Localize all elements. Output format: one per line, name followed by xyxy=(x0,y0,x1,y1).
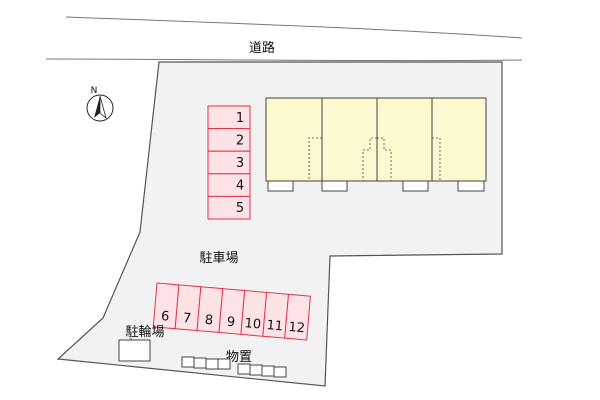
parking-number-9: 9 xyxy=(226,315,236,331)
storage-unit xyxy=(217,358,231,370)
parking-number-8: 8 xyxy=(204,313,214,329)
bicycle-parking-label: 駐輪場 xyxy=(125,324,164,340)
entrance-step xyxy=(267,180,294,192)
parking-number-2: 2 xyxy=(236,133,244,148)
building-unit xyxy=(431,97,487,182)
north-arrow-icon: N xyxy=(86,86,114,122)
storage-unit xyxy=(205,358,219,370)
storage-unit xyxy=(237,363,251,375)
road: 道路 xyxy=(45,16,523,62)
parking-number-3: 3 xyxy=(236,156,244,171)
entrance-step xyxy=(402,180,429,192)
north-label: N xyxy=(91,86,98,96)
storage-unit xyxy=(249,364,263,376)
parking-number-12: 12 xyxy=(288,320,306,336)
bicycle-shelter xyxy=(118,339,151,362)
entrance-step xyxy=(321,180,348,192)
storage-unit xyxy=(181,356,195,368)
storage-unit xyxy=(261,365,275,377)
storage-unit xyxy=(193,357,207,369)
building-unit xyxy=(265,97,323,182)
parking-space-12 xyxy=(284,293,311,341)
storage: 物置 xyxy=(181,350,287,378)
storage-label: 物置 xyxy=(226,350,252,365)
parking-column: 1 2 3 4 5 xyxy=(207,105,251,220)
bicycle-parking: 駐輪場 xyxy=(118,324,165,362)
parking-number-10: 10 xyxy=(244,316,262,332)
building xyxy=(265,97,487,192)
parking-number-6: 6 xyxy=(160,309,170,325)
parking-number-11: 11 xyxy=(266,318,284,334)
parking-number-1: 1 xyxy=(236,111,244,126)
parking-number-5: 5 xyxy=(236,201,244,216)
building-unit xyxy=(321,97,378,182)
storage-unit xyxy=(273,366,287,378)
parking-label: 駐車場 xyxy=(199,251,238,266)
entrance-step xyxy=(457,180,485,192)
parking-number-4: 4 xyxy=(236,179,244,194)
parking-space-5 xyxy=(207,195,251,220)
parking-number-7: 7 xyxy=(182,311,192,327)
building-unit xyxy=(376,97,433,182)
road-label: 道路 xyxy=(249,40,275,56)
